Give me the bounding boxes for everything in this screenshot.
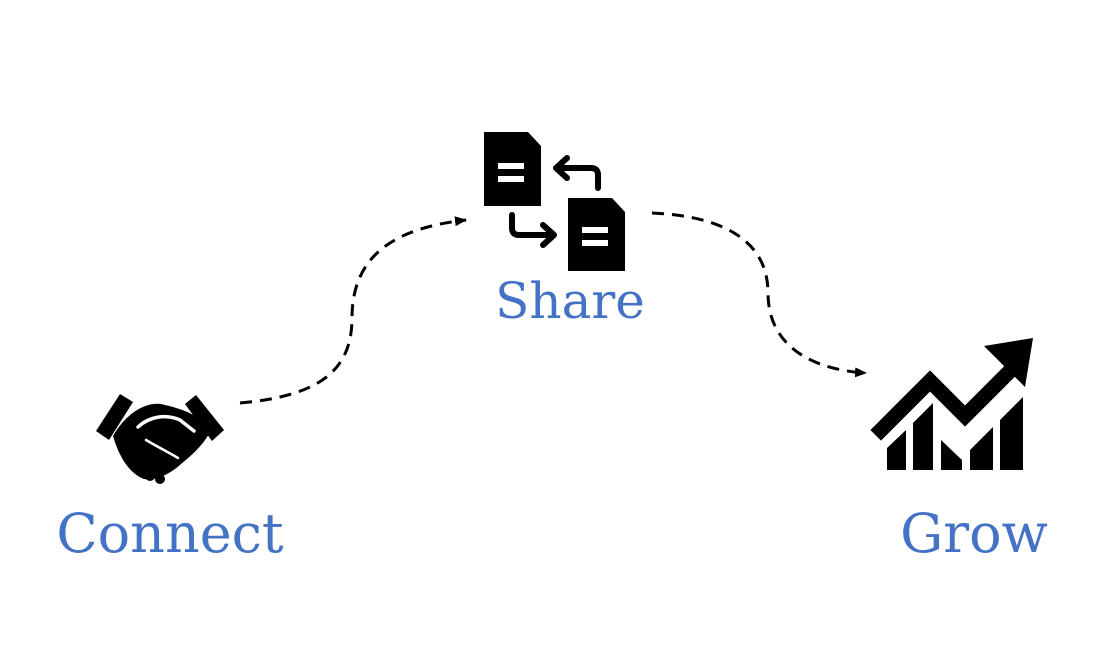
connector-share-to-grow	[651, 211, 867, 378]
file-exchange-icon	[484, 132, 625, 271]
handshake-icon	[96, 394, 224, 484]
grow-label: Grow	[900, 502, 1048, 565]
connector-connect-to-share	[239, 216, 467, 405]
share-label: Share	[495, 272, 645, 330]
growth-chart-icon	[870, 338, 1033, 470]
connect-label: Connect	[56, 502, 284, 565]
